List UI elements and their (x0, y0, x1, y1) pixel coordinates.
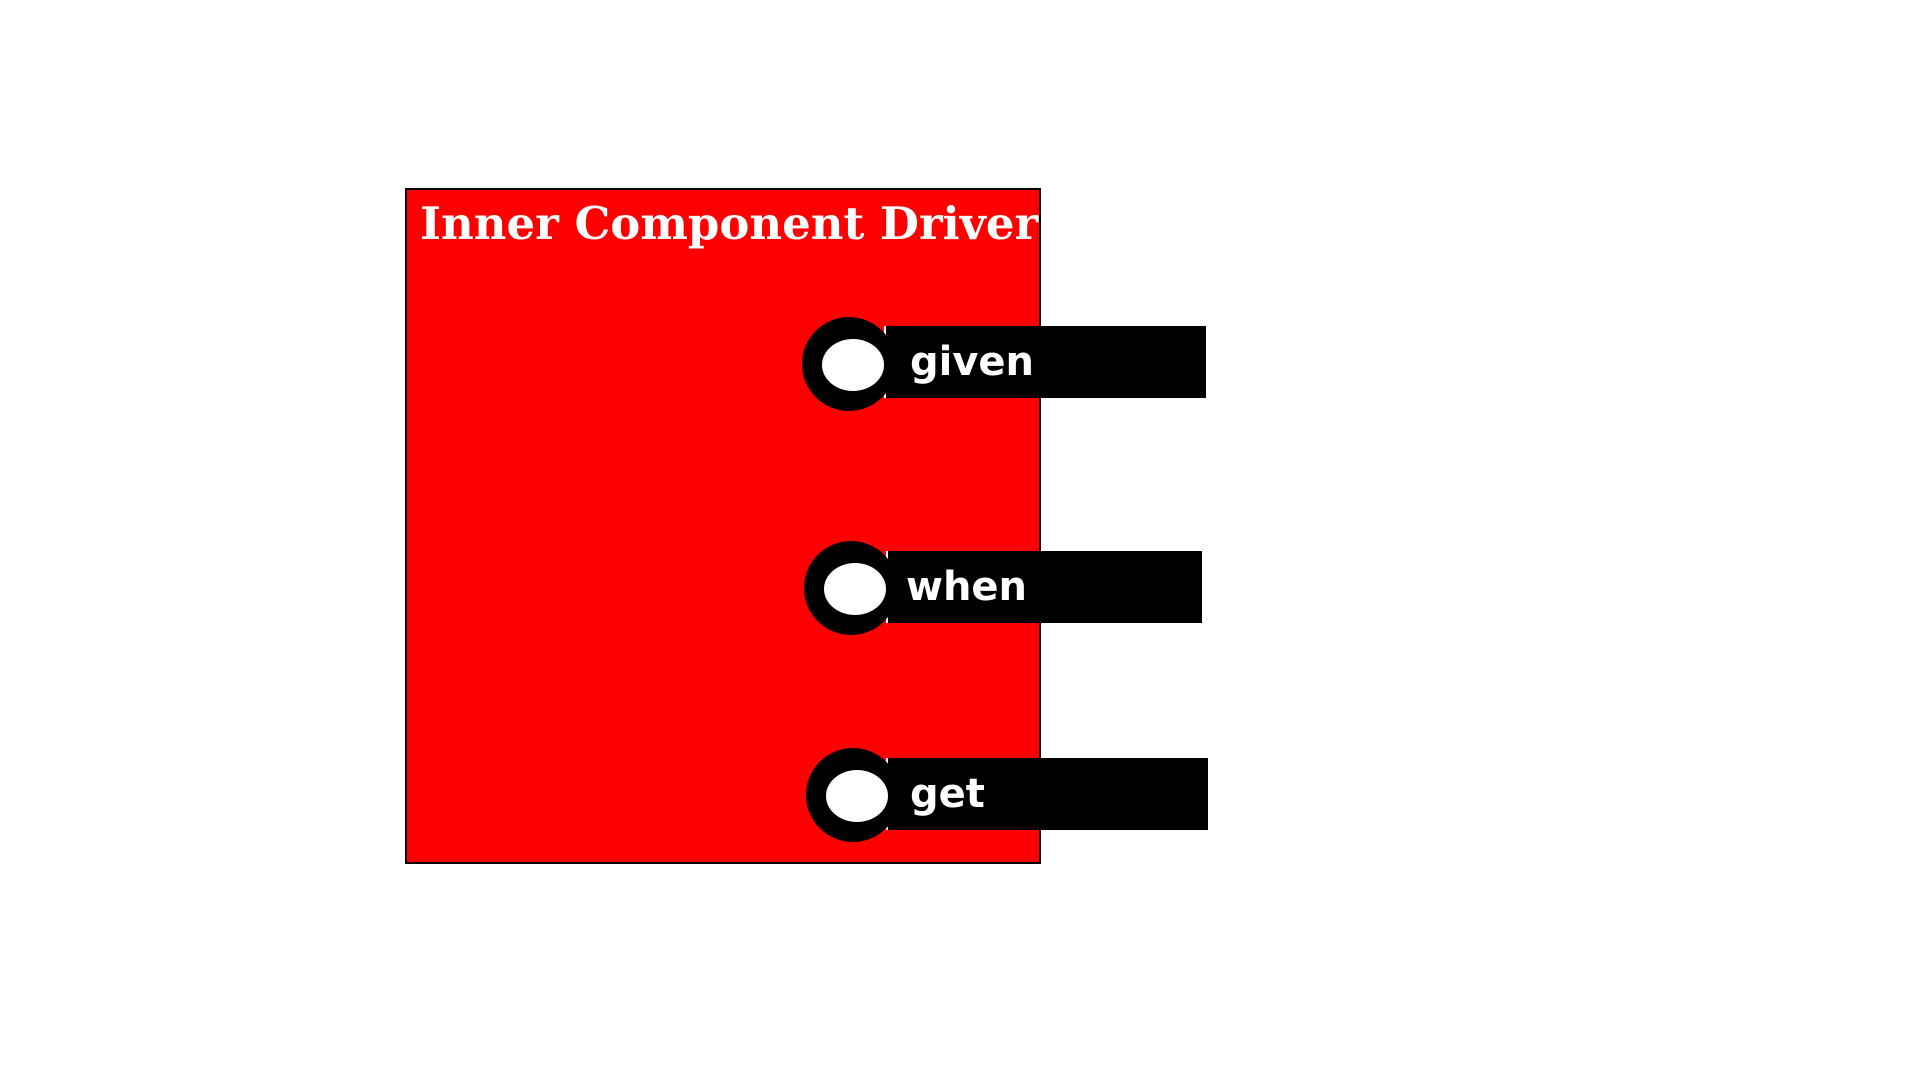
port-get-label: get (910, 771, 985, 817)
port-when-hole (824, 563, 886, 615)
port-when-bar (886, 551, 1202, 623)
inner-component-driver-box (405, 188, 1041, 864)
port-get-hole (826, 770, 888, 822)
port-get-bar (886, 758, 1208, 830)
port-given-ring-icon (802, 317, 896, 411)
port-when-label: when (906, 564, 1028, 610)
port-when-ring-icon (804, 541, 898, 635)
port-given-label: given (910, 339, 1035, 385)
component-title: Inner Component Driver (420, 197, 1039, 250)
port-get-ring-icon (806, 748, 900, 842)
port-given-bar (884, 326, 1206, 398)
port-given-hole (822, 339, 884, 391)
